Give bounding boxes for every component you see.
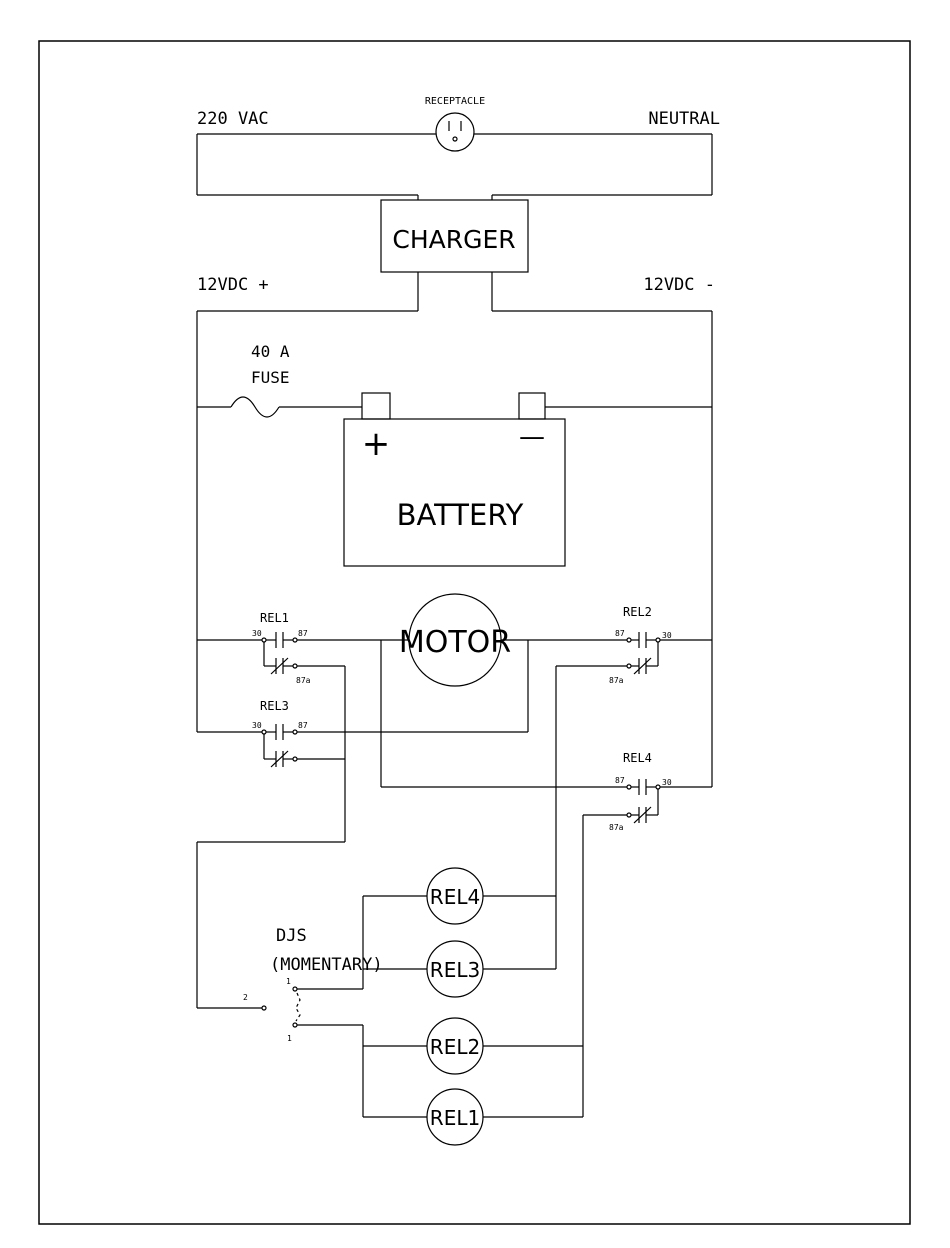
coil-rel1-label: REL1 [430,1106,480,1130]
switch-type-label: (MOMENTARY) [270,955,383,975]
rel2-contacts: REL2 87 30 87a [556,605,712,685]
charger-label: CHARGER [392,225,515,254]
rel4-pin87a: 87a [609,823,624,832]
rel2-pin87a: 87a [609,676,624,685]
motor-label: MOTOR [399,625,511,660]
motor-icon [381,594,627,787]
battery-icon [344,393,712,566]
receptacle-label: RECEPTACLE [425,96,485,107]
rel4-pin30: 30 [662,778,672,787]
rel2-pin30: 30 [662,631,672,640]
battery-label: BATTERY [397,498,524,532]
switch-name-label: DJS [276,926,307,946]
rel3-pin30: 30 [252,721,262,730]
rel2-pin87: 87 [615,629,625,638]
coil-rel2: REL2 [363,1018,583,1074]
rel1-contacts: REL1 30 87 87a [197,611,409,685]
fuse-icon [197,397,362,417]
rel4-pin87: 87 [615,776,625,785]
switch-pin-common: 2 [243,993,248,1002]
coil-rel3-label: REL3 [430,958,480,982]
neutral-label: NEUTRAL [648,109,720,129]
coil-rel4: REL4 [363,868,556,924]
battery-positive-mark: + [362,424,391,464]
rel3-label: REL3 [260,699,289,713]
switch-pin-b: 1 [287,1034,292,1043]
rel3-contacts: REL3 30 87 [197,699,528,767]
coil-rel4-label: REL4 [430,885,480,909]
coil-rel3: REL3 [363,941,556,997]
rel1-pin87: 87 [298,629,308,638]
fuse-label: FUSE [251,368,290,387]
rel2-label: REL2 [623,605,652,619]
rel4-contacts: REL4 87 30 87a [381,751,712,832]
dc-negative-label: 12VDC - [643,275,715,295]
dc-positive-label: 12VDC + [197,275,269,295]
rel3-pin87: 87 [298,721,308,730]
switch-pin-a: 1 [286,977,291,986]
control-wiring [197,666,583,1117]
coil-rel1: REL1 [363,1089,583,1145]
ac-wiring [197,134,712,200]
ac-line-label: 220 VAC [197,109,269,129]
rel1-label: REL1 [260,611,289,625]
fuse-rating-label: 40 A [251,342,290,361]
rel4-label: REL4 [623,751,652,765]
rel1-pin30: 30 [252,629,262,638]
receptacle-icon [436,113,474,151]
battery-negative-mark: — [519,422,545,452]
rel1-pin87a: 87a [296,676,311,685]
coil-rel2-label: REL2 [430,1035,480,1059]
